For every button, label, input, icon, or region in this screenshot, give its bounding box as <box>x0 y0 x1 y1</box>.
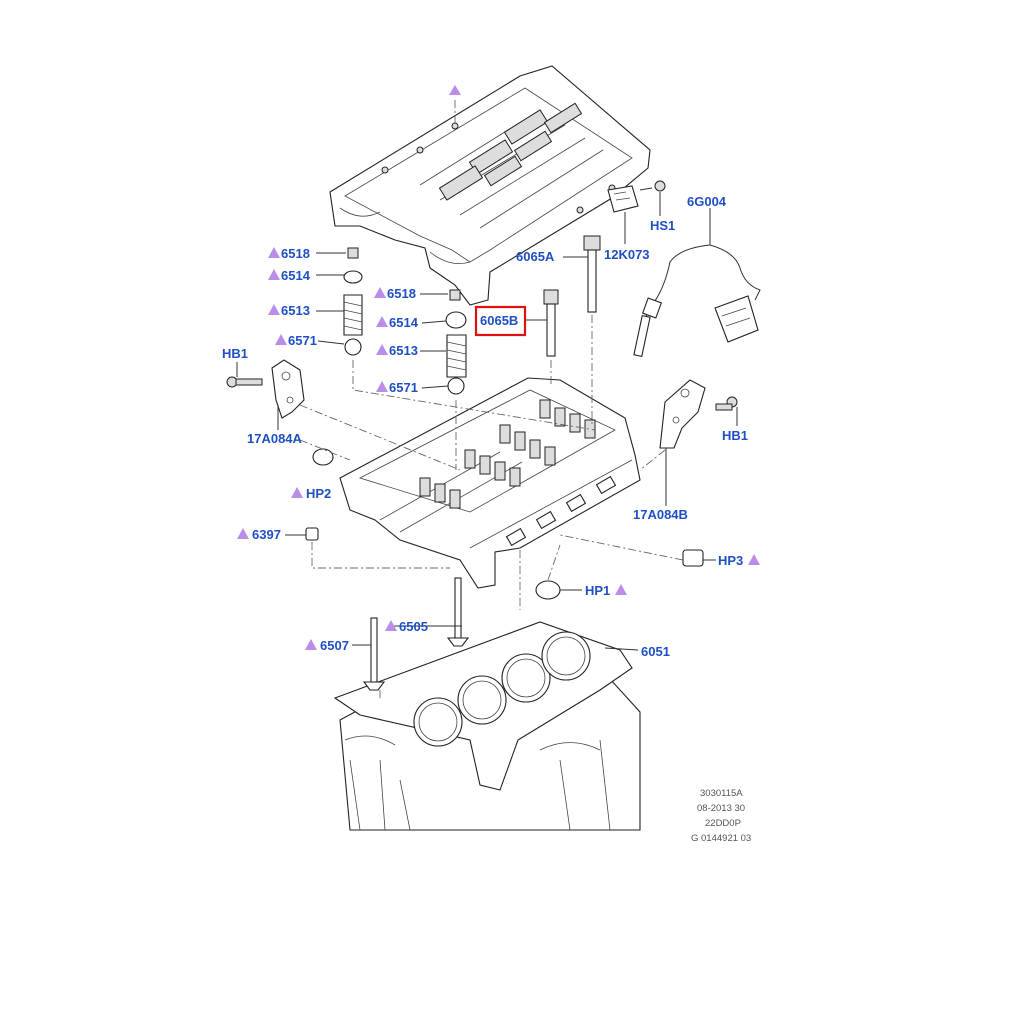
svg-text:6065A: 6065A <box>516 249 555 264</box>
svg-text:HP1: HP1 <box>585 583 610 598</box>
svg-text:G 0144921 03: G 0144921 03 <box>691 833 751 844</box>
callout-6065b[interactable]: 6065B <box>474 305 527 337</box>
callout-6514-a[interactable]: 6514 <box>268 268 311 283</box>
callout-6514-b[interactable]: 6514 <box>376 315 419 330</box>
bolt-hb1-left <box>226 376 263 388</box>
svg-text:6518: 6518 <box>281 246 310 261</box>
marker-triangle <box>449 85 461 95</box>
head-gasket <box>333 621 633 791</box>
bolt-hb1-right <box>715 396 738 411</box>
svg-text:HB1: HB1 <box>722 428 748 443</box>
callout-6505[interactable]: 6505 <box>385 619 428 634</box>
svg-text:6571: 6571 <box>389 380 418 395</box>
callout-6571-b[interactable]: 6571 <box>376 380 418 395</box>
svg-text:HB1: HB1 <box>222 346 248 361</box>
cylinder-head <box>339 377 641 589</box>
svg-text:17A084B: 17A084B <box>633 507 688 522</box>
svg-text:08-2013 30: 08-2013 30 <box>697 803 745 814</box>
svg-text:6518: 6518 <box>387 286 416 301</box>
svg-text:12K073: 12K073 <box>604 247 650 262</box>
callout-17a084a[interactable]: 17A084A <box>247 431 303 446</box>
callout-6518-a[interactable]: 6518 <box>268 246 310 261</box>
svg-text:6513: 6513 <box>389 343 418 358</box>
camshaft-carrier <box>329 65 651 306</box>
svg-text:6514: 6514 <box>389 315 419 330</box>
svg-text:6513: 6513 <box>281 303 310 318</box>
callout-6051[interactable]: 6051 <box>641 644 670 659</box>
svg-text:6397: 6397 <box>252 527 281 542</box>
sensor-12k073 <box>607 185 639 213</box>
bracket-17a084a <box>271 359 461 471</box>
highlight-box <box>474 305 527 337</box>
callout-6397[interactable]: 6397 <box>237 527 281 542</box>
callout-6518-b[interactable]: 6518 <box>374 286 416 301</box>
svg-text:6507: 6507 <box>320 638 349 653</box>
svg-text:HP2: HP2 <box>306 486 331 501</box>
plug-hp2 <box>312 448 334 466</box>
svg-text:HS1: HS1 <box>650 218 675 233</box>
plug-hp3 <box>559 534 704 567</box>
leader-dash <box>639 449 666 471</box>
callout-6065a[interactable]: 6065A <box>516 249 555 264</box>
svg-text:6065B: 6065B <box>480 313 518 328</box>
bracket-17a084b <box>659 379 706 465</box>
bolt-6065a <box>583 235 601 425</box>
callout-6g004[interactable]: 6G004 <box>687 194 727 209</box>
exhaust-ports <box>505 475 617 547</box>
reference-block: 3030115A 08-2013 30 22DD0P G 0144921 03 <box>691 788 751 844</box>
valve-stack-left <box>343 247 596 431</box>
svg-text:17A084A: 17A084A <box>247 431 303 446</box>
valve-spring-cluster <box>419 399 596 509</box>
callout-hp3[interactable]: HP3 <box>718 553 760 568</box>
bolt-6065b <box>543 289 559 385</box>
callout-hb1-left[interactable]: HB1 <box>222 346 248 361</box>
callout-hb1-right[interactable]: HB1 <box>722 428 748 443</box>
callout-hs1[interactable]: HS1 <box>650 218 675 233</box>
svg-text:HP3: HP3 <box>718 553 743 568</box>
svg-text:6505: 6505 <box>399 619 428 634</box>
callout-17a084b[interactable]: 17A084B <box>633 507 688 522</box>
svg-text:3030115A: 3030115A <box>700 788 743 799</box>
callout-6513-a[interactable]: 6513 <box>268 303 310 318</box>
glow-plug-harness <box>633 244 761 358</box>
svg-text:6571: 6571 <box>288 333 317 348</box>
callout-6507[interactable]: 6507 <box>305 638 349 653</box>
leader-lines <box>236 192 738 651</box>
valve-6507 <box>362 617 386 691</box>
callout-hp1[interactable]: HP1 <box>585 583 627 598</box>
svg-text:6G004: 6G004 <box>687 194 727 209</box>
callout-6571-a[interactable]: 6571 <box>275 333 317 348</box>
callout-hp2[interactable]: HP2 <box>291 486 331 501</box>
valve-6505 <box>446 577 470 647</box>
callout-12k073[interactable]: 12K073 <box>604 247 650 262</box>
svg-text:6051: 6051 <box>641 644 670 659</box>
bolt-hs1 <box>639 180 666 192</box>
callout-6513-b[interactable]: 6513 <box>376 343 418 358</box>
svg-text:6514: 6514 <box>281 268 311 283</box>
pin-6397 <box>305 527 450 569</box>
leader-dash <box>299 439 351 461</box>
plug-hp1 <box>535 544 561 600</box>
svg-text:22DD0P: 22DD0P <box>705 818 741 829</box>
